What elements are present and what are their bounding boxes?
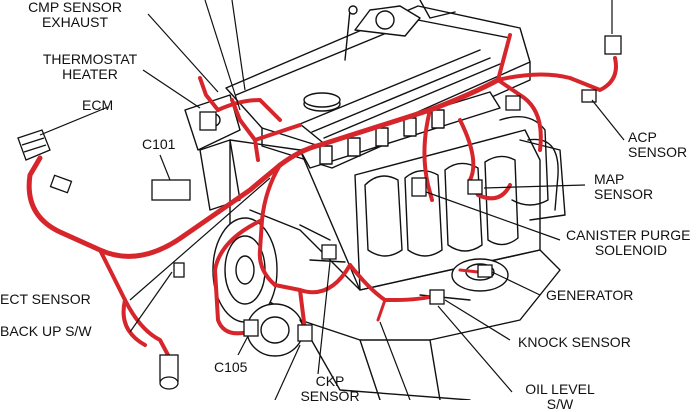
connectors bbox=[17, 35, 622, 390]
wiring-harness bbox=[26, 33, 618, 357]
generator-label: GENERATOR bbox=[546, 287, 634, 303]
ect-sensor-label: ECT SENSOR bbox=[0, 291, 91, 307]
acp-sensor-label: ACP SENSOR bbox=[628, 130, 687, 160]
cmp-sensor-exhaust-line2: EXHAUST bbox=[41, 14, 109, 30]
thermostat-heater-line1: THERMOSTAT bbox=[42, 51, 138, 67]
map-sensor-line1: MAP bbox=[594, 171, 625, 187]
canister-purge-solenoid-label: CANISTER PURGE SOLENOID bbox=[566, 228, 696, 258]
map-sensor-line2: SENSOR bbox=[594, 186, 654, 202]
c101-label: C101 bbox=[142, 136, 176, 152]
cmp-sensor-exhaust-line1: CMP SENSOR bbox=[28, 0, 122, 15]
acp-sensor-line1: ACP bbox=[628, 129, 657, 145]
acp-sensor-line2: SENSOR bbox=[628, 144, 688, 160]
cmp-sensor-exhaust-label: CMP SENSOR EXHAUST bbox=[10, 0, 140, 30]
canister-purge-line1: CANISTER PURGE bbox=[566, 227, 691, 243]
oil-level-line2: S/W bbox=[546, 396, 574, 412]
ckp-sensor-line1: CKP bbox=[315, 373, 345, 389]
oil-level-sw-label: OIL LEVEL S/W bbox=[512, 382, 608, 412]
oil-level-line1: OIL LEVEL bbox=[525, 381, 595, 397]
thermostat-heater-line2: HEATER bbox=[62, 66, 118, 82]
back-up-sw-label: BACK UP S/W bbox=[0, 323, 92, 339]
c105-label: C105 bbox=[214, 359, 248, 375]
leader-lines bbox=[39, 0, 625, 400]
engine-line-art bbox=[184, 0, 566, 400]
map-sensor-label: MAP SENSOR bbox=[594, 172, 653, 202]
ckp-sensor-line2: SENSOR bbox=[300, 388, 360, 404]
thermostat-heater-label: THERMOSTAT HEATER bbox=[35, 52, 145, 82]
ecm-label: ECM bbox=[82, 97, 114, 113]
knock-sensor-label: KNOCK SENSOR bbox=[518, 334, 631, 350]
canister-purge-line2: SOLENOID bbox=[594, 242, 668, 258]
engine-wiring-diagram bbox=[17, 0, 625, 400]
